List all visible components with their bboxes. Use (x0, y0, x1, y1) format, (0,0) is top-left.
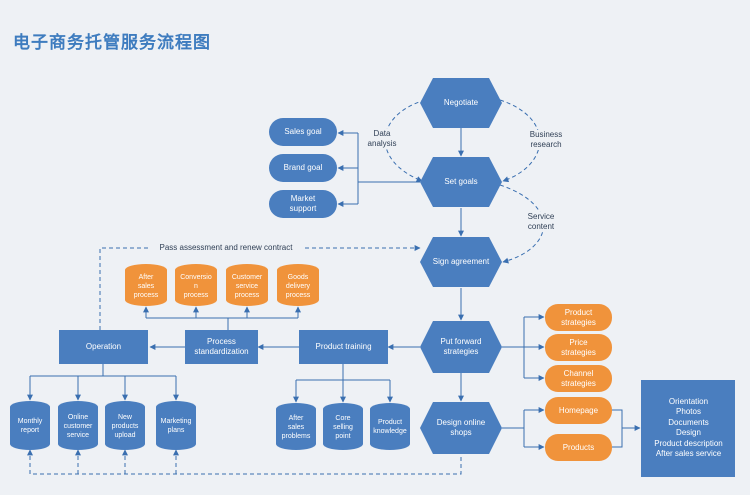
cyl-after-sales-process (125, 264, 167, 306)
rect-deliverables-panel (641, 380, 735, 477)
business-research-arrow (499, 99, 541, 183)
homepage-to-panel (612, 409, 623, 428)
rect-product-training (299, 330, 388, 364)
cyl-after-sales-problems (276, 403, 316, 450)
deliverables-list: Orientation Photos Documents Design Prod… (642, 380, 735, 476)
deliverable-item: Photos (676, 407, 701, 416)
deliverable-item: Orientation (668, 396, 709, 406)
cyl-product-knowledge (370, 403, 410, 450)
hex-put-forward (420, 321, 502, 373)
pill-products (545, 434, 612, 461)
hex-design-shops (420, 402, 502, 454)
pill-market-support (269, 190, 337, 218)
pill-product-strategies (545, 304, 612, 331)
hex-negotiate (420, 78, 502, 128)
feedback-loop-arrow (27, 449, 462, 475)
pill-channel-strategies (545, 365, 612, 392)
pill-sales-goal (269, 118, 337, 146)
cyl-conversion-process (175, 264, 217, 306)
rect-operation (59, 330, 148, 364)
deliverable-item: Product description (654, 438, 723, 448)
cyl-marketing-plans (156, 401, 196, 450)
cyl-new-products-upload (105, 401, 145, 450)
hex-sign-agreement (420, 237, 502, 287)
pass-assessment-arrow (99, 245, 421, 330)
diagram-title: 电子商务托管服务流程图 (13, 33, 211, 53)
note-service-content: Service content (520, 212, 562, 232)
deliverable-item: Design (676, 428, 701, 437)
cyl-goods-delivery-process (277, 264, 319, 306)
cyl-customer-service-process (226, 264, 268, 306)
pill-price-strategies (545, 334, 612, 361)
note-data-analysis: Data analysis (362, 129, 402, 149)
pill-brand-goal (269, 154, 337, 182)
pill-homepage (545, 397, 612, 424)
note-pass-assessment: Pass assessment and renew contract (150, 243, 302, 253)
cyl-monthly-report (10, 401, 50, 450)
cyl-online-customer-service (58, 401, 98, 450)
rect-process-standardization (185, 330, 258, 364)
cyl-core-selling-point (323, 403, 363, 450)
note-business-research: Business research (522, 130, 570, 150)
products-to-panel (612, 425, 641, 448)
deliverable-item: Documents (668, 417, 709, 427)
hex-set-goals (420, 157, 502, 207)
deliverable-item: After sales service (655, 449, 722, 458)
